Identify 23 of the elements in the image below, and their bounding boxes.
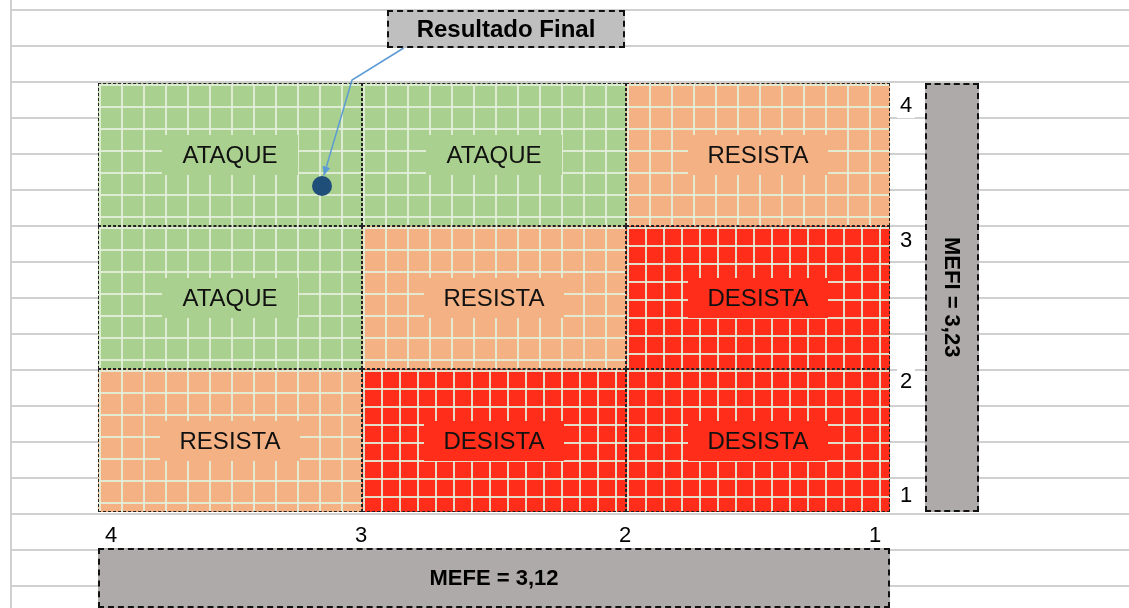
axis-title-bar: MEFE = 3,12 (98, 548, 890, 608)
matrix-cell (98, 83, 362, 226)
quadrant-label: ATAQUE (426, 134, 562, 175)
quadrant-label: ATAQUE (162, 134, 298, 175)
matrix-cell (98, 369, 362, 512)
matrix-cell (98, 226, 362, 369)
callout-box: Resultado Final (387, 10, 625, 48)
quadrant-label: DESISTA (687, 277, 829, 318)
matrix-cell (626, 369, 890, 512)
axis-title-bar: MEFI = 3,23 (925, 83, 979, 512)
quadrant-label: RESISTA (687, 134, 829, 175)
matrix-cell (626, 226, 890, 369)
quadrant-label: RESISTA (423, 277, 565, 318)
marker-dot (312, 176, 332, 196)
quadrant-label: DESISTA (687, 420, 829, 461)
quadrant-label: RESISTA (159, 420, 301, 461)
arrow (322, 47, 405, 177)
matrix-cell (362, 369, 626, 512)
matrix-cell (626, 83, 890, 226)
matrix-cell (362, 226, 626, 369)
matrix-cell (362, 83, 626, 226)
quadrant-label: ATAQUE (162, 277, 298, 318)
quadrant-label: DESISTA (423, 420, 565, 461)
